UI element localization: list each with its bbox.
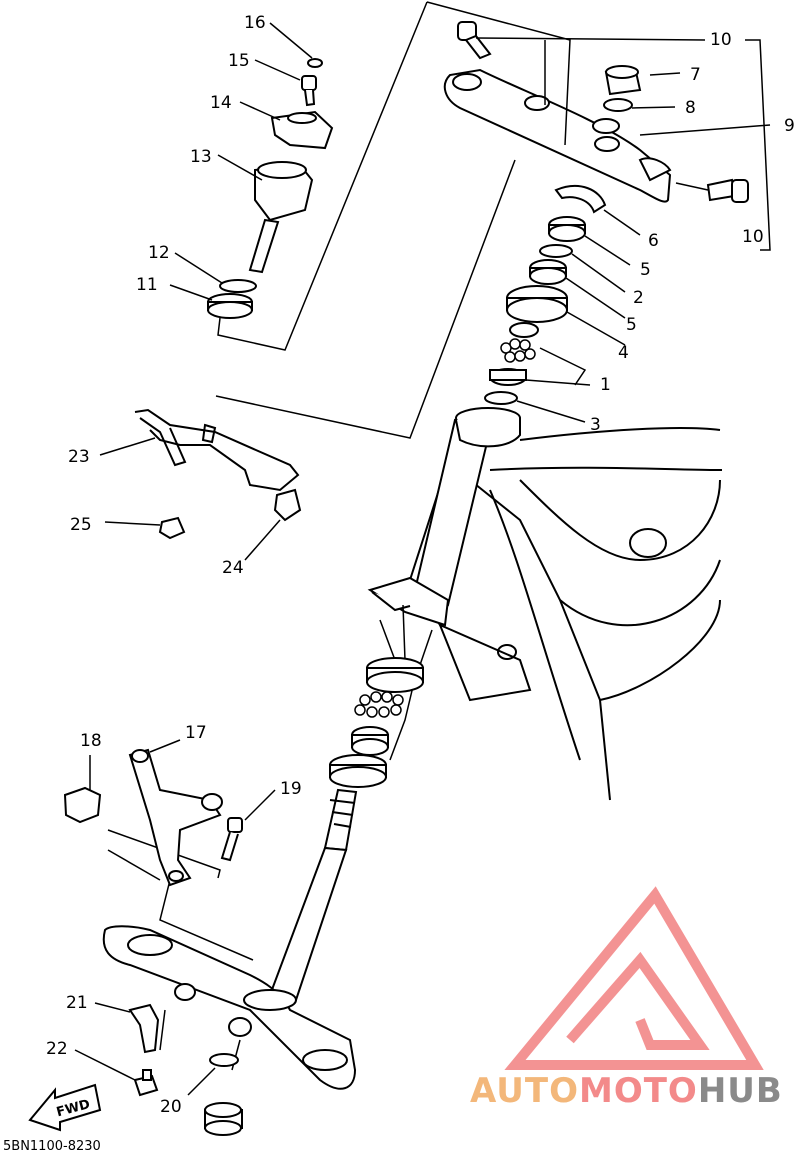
wire-bracket-23 bbox=[134, 408, 300, 492]
callout-10-right: 10 bbox=[742, 227, 764, 247]
callout-23: 23 bbox=[68, 447, 90, 467]
leader-lines bbox=[74, 22, 771, 1096]
callout-24: 24 bbox=[222, 558, 244, 578]
callout-18: 18 bbox=[80, 731, 102, 751]
callout-6: 6 bbox=[648, 231, 659, 251]
bolt-20 bbox=[204, 1053, 243, 1136]
callout-labels: 16 15 14 13 12 11 10 7 8 9 10 6 5 2 5 4 … bbox=[46, 13, 795, 1117]
bolt-10-top bbox=[457, 21, 492, 60]
cap-16 bbox=[307, 58, 323, 68]
lower-bearing-parts bbox=[329, 657, 424, 788]
callout-19: 19 bbox=[280, 779, 302, 799]
bearing-balls-lower bbox=[354, 691, 404, 718]
bracket-17 bbox=[128, 748, 223, 887]
callout-21: 21 bbox=[66, 993, 88, 1013]
steering-stem bbox=[268, 788, 358, 1002]
upper-bracket bbox=[443, 68, 672, 203]
callout-10-top: 10 bbox=[710, 30, 732, 50]
frame-drawing bbox=[408, 427, 723, 801]
group-boundary-lines bbox=[107, 1, 571, 1071]
callout-9: 9 bbox=[784, 116, 795, 136]
callout-5-lower: 5 bbox=[626, 315, 637, 335]
nut-7 bbox=[604, 65, 642, 96]
callout-13: 13 bbox=[190, 147, 212, 167]
clip-24 bbox=[273, 488, 302, 522]
block-18 bbox=[63, 786, 102, 824]
callout-2: 2 bbox=[633, 288, 644, 308]
bolt-15 bbox=[301, 75, 317, 107]
head-pipe bbox=[367, 407, 521, 627]
nut-25 bbox=[158, 516, 186, 540]
logo-text-auto: AUTO bbox=[470, 1071, 579, 1111]
callout-1: 1 bbox=[600, 375, 611, 395]
logo-text-hub: HUB bbox=[698, 1071, 783, 1111]
callout-4: 4 bbox=[618, 343, 629, 363]
handlebar-holder bbox=[248, 161, 314, 274]
callout-12: 12 bbox=[148, 243, 170, 263]
callout-20: 20 bbox=[160, 1097, 182, 1117]
bolt-22 bbox=[133, 1069, 159, 1097]
callout-14: 14 bbox=[210, 93, 232, 113]
callout-25: 25 bbox=[70, 515, 92, 535]
clamp-14 bbox=[270, 110, 334, 150]
callout-15: 15 bbox=[228, 51, 250, 71]
callout-17: 17 bbox=[185, 723, 207, 743]
callout-5-upper: 5 bbox=[640, 260, 651, 280]
callout-11: 11 bbox=[136, 275, 158, 295]
diagram-code: 5BN1100-8230 bbox=[3, 1139, 101, 1154]
callout-3: 3 bbox=[590, 415, 601, 435]
logo-text-moto: MOTO bbox=[579, 1071, 698, 1111]
logo-text: AUTOMOTOHUB bbox=[470, 1071, 783, 1111]
callout-22: 22 bbox=[46, 1039, 68, 1059]
automotohub-logo bbox=[504, 886, 764, 1070]
bolt-19 bbox=[220, 817, 243, 862]
fwd-arrow: FWD bbox=[28, 1083, 102, 1132]
under-bracket bbox=[102, 925, 357, 1090]
washer-8 bbox=[603, 98, 633, 112]
bolt-10-right bbox=[706, 178, 749, 203]
callout-16: 16 bbox=[244, 13, 266, 33]
steering-stack bbox=[484, 185, 607, 405]
bracket-21 bbox=[128, 1003, 160, 1054]
callout-7: 7 bbox=[690, 65, 701, 85]
washer-11 bbox=[207, 293, 253, 319]
bearing-balls-upper bbox=[500, 338, 536, 363]
washer-12 bbox=[219, 279, 257, 293]
callout-8: 8 bbox=[685, 98, 696, 118]
